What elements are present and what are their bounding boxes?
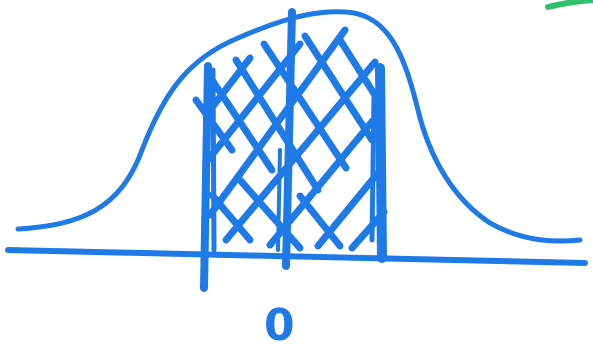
center-line	[282, 8, 296, 270]
hatch-line	[208, 191, 254, 244]
right-boundary-line-shadow	[369, 93, 377, 243]
right-boundary-line	[375, 63, 387, 263]
green-accent-mark	[545, 0, 593, 10]
left-boundary-line	[200, 62, 212, 292]
hatch-line	[260, 40, 350, 172]
hatch-line	[296, 192, 344, 250]
axis-label-zero: 0	[264, 300, 295, 351]
hatch-line	[222, 58, 379, 244]
x-axis-line	[5, 247, 588, 266]
shaded-region	[192, 26, 388, 252]
hatch-line	[301, 32, 376, 144]
bell-curve	[15, 9, 583, 244]
left-boundary-line-shadow	[210, 67, 217, 253]
hatch-line	[336, 36, 382, 104]
center-line-shadow	[276, 148, 282, 252]
hatch-line	[232, 56, 322, 194]
hatch-line	[208, 76, 276, 174]
